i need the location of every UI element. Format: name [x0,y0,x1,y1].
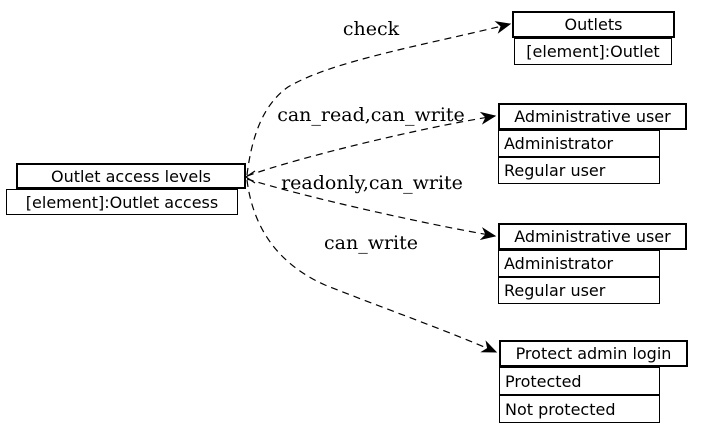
source-arrowhead-vee-icon [244,170,256,184]
edge-label-can-write: can_write [323,232,419,254]
edge-check [246,21,512,176]
node-protect-admin-login-option-not-protected: Not protected [499,395,660,423]
node-outlet-access-levels-element: [element]:Outlet access [6,189,238,215]
edge-label-can-read-can-write: can_read,can_write [277,104,465,126]
edge-label-check: check [342,18,400,40]
node-protect-admin-login-option-protected: Protected [499,367,660,395]
edge-can-read-can-write [246,111,497,177]
node-admin-user-top-option-administrator: Administrator [498,130,660,157]
node-admin-user-bottom-option-regular-user: Regular user [498,277,660,304]
node-admin-user-top-title: Administrative user [498,103,687,130]
node-outlet-access-levels-title: Outlet access levels [16,163,246,189]
edge-label-readonly-can-write: readonly,can_write [281,172,463,194]
edge-readonly-can-write [246,178,497,240]
node-admin-user-bottom-option-administrator: Administrator [498,250,660,277]
node-outlets-element: [element]:Outlet [514,38,672,65]
node-protect-admin-login-title: Protect admin login [499,340,688,367]
node-admin-user-bottom-title: Administrative user [498,223,687,250]
edge-can-write [246,179,498,353]
node-outlets-title: Outlets [512,11,675,38]
node-admin-user-top-option-regular-user: Regular user [498,157,660,184]
